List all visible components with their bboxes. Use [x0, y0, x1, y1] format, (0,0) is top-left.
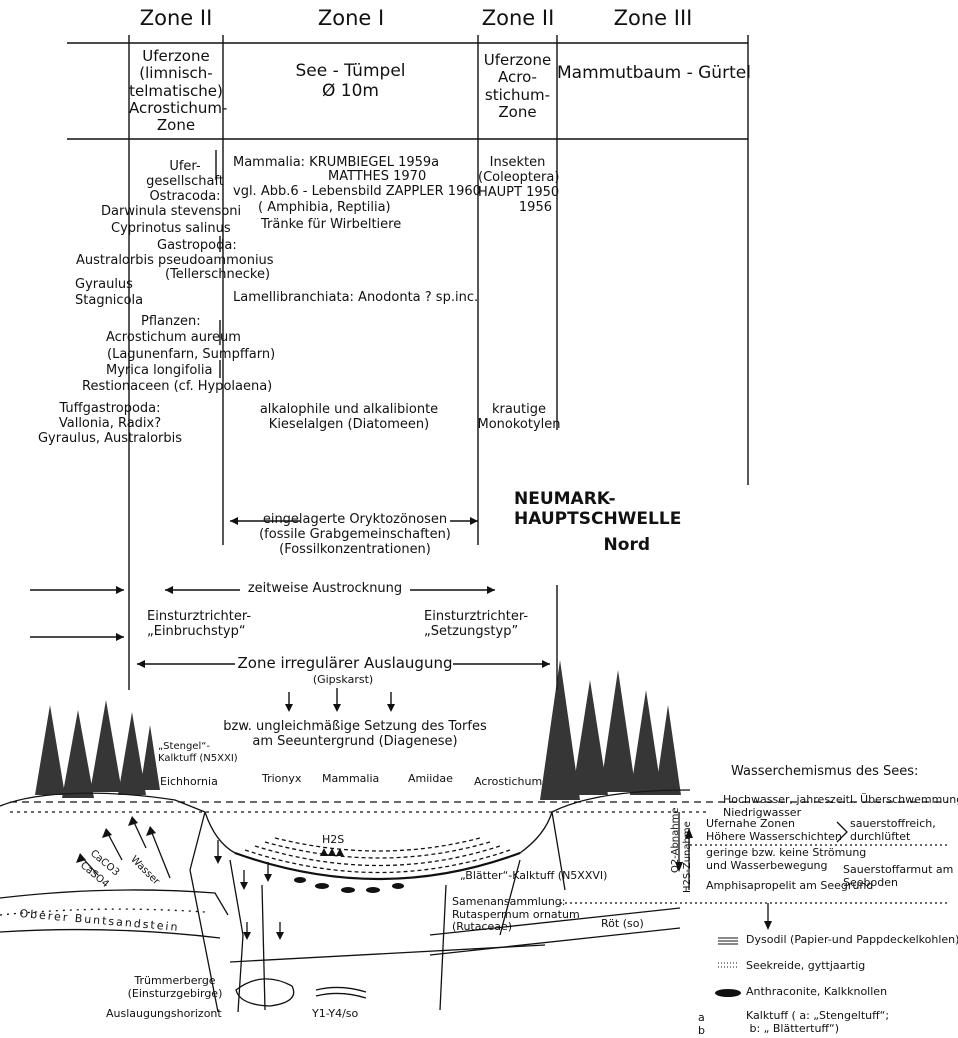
y1-y4-label: Y1-Y4/so [312, 1007, 359, 1020]
zone-header-3: Zone III [613, 6, 693, 30]
niedrigwasser: Niedrigwasser [723, 806, 802, 819]
zone-header-2-left: Zone II [139, 6, 213, 30]
wasserchemismus-title: Wasserchemismus des Sees: [731, 764, 919, 779]
einsturztrichter-setzung: Einsturztrichter- „Setzungstyp” [424, 609, 529, 639]
trees [35, 660, 681, 800]
insekten: Insekten (Coleoptera) HAUPT 1950 [478, 155, 560, 200]
stengel-kalktuff: „Stengel“- Kalktuff (N5XXI) [158, 741, 238, 764]
oryktozoenosen: eingelagerte Oryktozönosen (fossile Grab… [259, 512, 451, 557]
legend-anthraconite: Anthraconite, Kalkknollen [746, 985, 888, 998]
sauerstoffarmut: Sauerstoffarmut am Seeboden [843, 863, 954, 889]
h2s-label: H2S [322, 833, 345, 846]
uferzone-right: Uferzone Acro- stichum- Zone [483, 51, 552, 121]
amphibia-note: ( Amphibia, Reptilia) [258, 200, 391, 215]
blaetter-kalktuff: „Blätter“-Kalktuff (N5XXVI) [460, 869, 608, 882]
myrica: Myrica longifolia [106, 363, 213, 378]
eichhornia: Eichhornia [160, 775, 218, 788]
insekten-year: 1956 [518, 200, 552, 215]
auslaugungshorizont: Auslaugungshorizont [106, 1007, 222, 1020]
darwinula: Darwinula stevensoni [101, 204, 242, 219]
matthes-note: MATTHES 1970 [328, 169, 427, 184]
vgl-note: vgl. Abb.6 - Lebensbild ZAPPLER 1960 [233, 184, 481, 199]
truemmerberge: Trümmerberge (Einsturzgebirge) [127, 974, 223, 1000]
neumark-hauptschwelle: NEUMARK- HAUPTSCHWELLE [514, 489, 682, 529]
lamellibranchiata: Lamellibranchiata: Anodonta ? sp.inc. [233, 290, 479, 305]
ufergesellschaft: Ufer- gesellschaft Ostracoda: [146, 159, 224, 204]
uferzone-left: Uferzone (limnisch- telmatische) Acrosti… [129, 47, 228, 134]
zone-header-1: Zone I [317, 6, 385, 30]
zeitweise-austrocknung: zeitweise Austrocknung [247, 581, 403, 596]
mammutbaum-guertel: Mammutbaum - Gürtel [557, 63, 751, 83]
legend-dysodil: Dysodil (Papier-und Pappdeckelkohlen) [746, 933, 958, 946]
mammalia-note: Mammalia: KRUMBIEGEL 1959a [233, 155, 440, 170]
gipskarst: (Gipskarst) [312, 673, 374, 686]
zone-header-2-right: Zone II [481, 6, 555, 30]
geringe-stroemung: geringe bzw. keine Strömung und Wasserbe… [706, 846, 867, 872]
h2s-zunahme: H2S-Zunahme [682, 821, 693, 893]
gastropoda: Gastropoda: [157, 238, 237, 253]
stagnicola: Stagnicola [75, 293, 144, 308]
nord-label: Nord [603, 535, 650, 555]
ufernahe-zonen: Ufernahe Zonen Höhere Wasserschichten [706, 817, 842, 843]
samenansammlung: Samenansammlung: Rutaspermum ornatum (Ru… [452, 895, 580, 934]
amphisapropelit: Amphisapropelit am Seegrund [706, 879, 874, 892]
legend-symbols [718, 937, 738, 968]
setzung-torf: bzw. ungleichmäßige Setzung des Torfes a… [223, 719, 487, 749]
o2-abnahme: O2-Abnahme [670, 807, 681, 873]
lagunenfarn: (Lagunenfarn, Sumpffarn) [107, 347, 276, 362]
tuffgastropoda: Tuffgastropoda: Vallonia, Radix? Gyraulu… [37, 401, 183, 446]
einsturztrichter-einbruch: Einsturztrichter- „Einbruchstyp“ [147, 609, 252, 639]
legend-seekreide: Seekreide, gyttjaartig [746, 959, 866, 972]
sauerstoffreich: sauerstoffreich, durchlüftet [850, 817, 936, 843]
trionyx: Trionyx [262, 772, 302, 785]
mammalia-label: Mammalia [322, 772, 380, 785]
australorbis: Australorbis pseudoammonius [76, 253, 274, 268]
legend-letter-b: b [698, 1024, 705, 1037]
traenke-note: Tränke für Wirbeltiere [261, 217, 402, 232]
zone-auslaugung: Zone irregulärer Auslaugung [237, 654, 453, 672]
see-tuempel: See - Tümpel Ø 10m [295, 61, 406, 101]
cyprinotus: Cyprinotus salinus [111, 221, 231, 236]
legend-letter-a: a [698, 1011, 705, 1024]
amiidae: Amiidae [408, 772, 453, 785]
acrostichum-aureum: Acrostichum aureum [106, 330, 241, 345]
krautige-monokotylen: krautige Monokotylen [477, 402, 561, 432]
legend-kalktuff: Kalktuff ( a: „Stengeltuff“; b: „ Blätte… [746, 1009, 890, 1035]
kieselalgen: alkalophile und alkalibionte Kieselalgen… [259, 402, 439, 432]
restionaceen: Restionaceen (cf. Hypolaena) [82, 379, 273, 394]
pflanzen: Pflanzen: [141, 314, 201, 329]
tellerschnecke: (Tellerschnecke) [165, 267, 271, 282]
acrostichum-label: Acrostichum [474, 775, 543, 788]
hochwasser: Hochwasser, jahreszeitl. Überschwemmunge… [723, 793, 958, 806]
gyraulus: Gyraulus [75, 277, 133, 292]
geologic-cross-section [0, 789, 948, 1013]
roet-label: Röt (so) [601, 917, 644, 930]
